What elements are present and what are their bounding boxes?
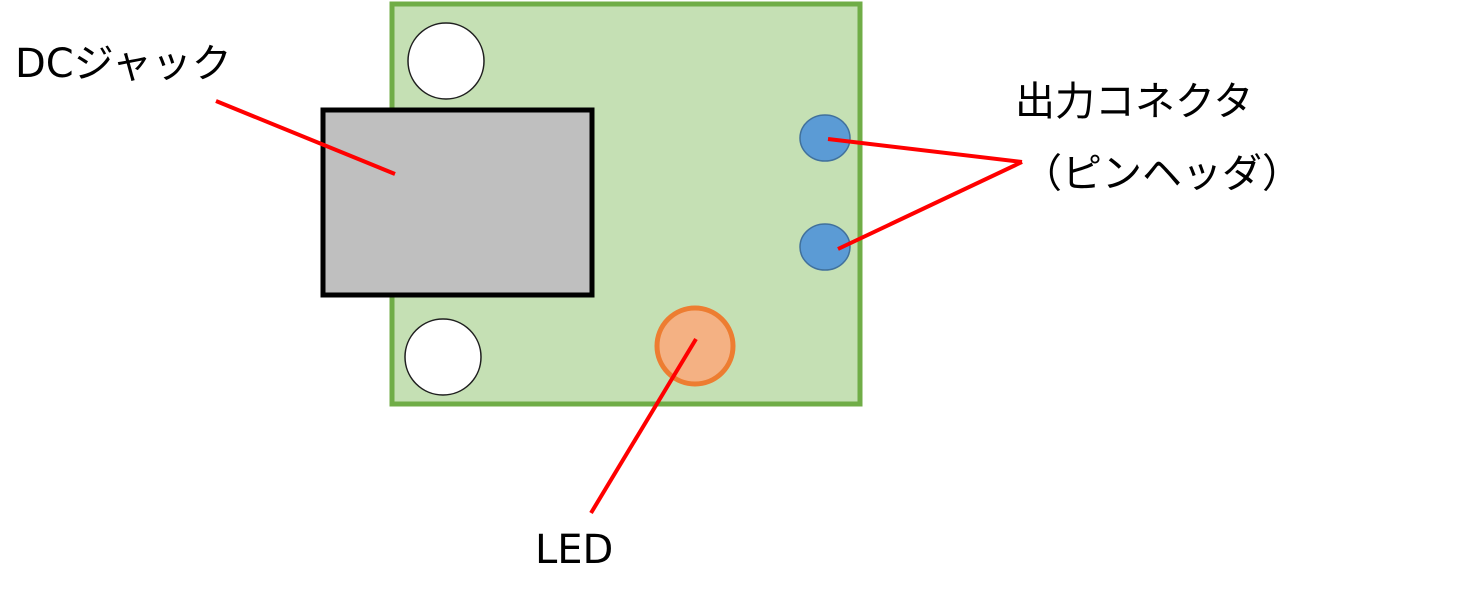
- pin2-leader-line: [837, 160, 1023, 251]
- pin-header-label: （ピンヘッダ）: [1022, 151, 1302, 197]
- dc-jack: [320, 107, 595, 298]
- output-connector-label: 出力コネクタ: [1015, 79, 1254, 125]
- led-label: LED: [535, 527, 614, 573]
- output-pin-2: [799, 223, 851, 271]
- led: [654, 305, 736, 387]
- pin1-leader-line: [827, 137, 1023, 164]
- mounting-hole-bottom: [404, 318, 482, 396]
- led-leader-line: [589, 337, 698, 515]
- dc-jack-label: DCジャック: [15, 41, 232, 87]
- output-pin-1: [799, 114, 851, 162]
- mounting-hole-top: [407, 22, 485, 100]
- dc-jack-leader-line: [215, 99, 396, 176]
